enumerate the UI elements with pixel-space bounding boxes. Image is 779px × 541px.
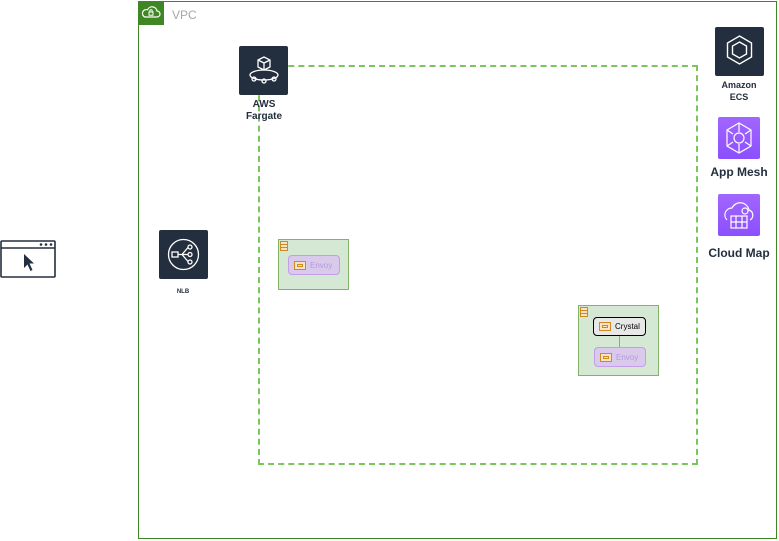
vpc-label: VPC bbox=[172, 8, 197, 22]
nlb-label: NLB bbox=[176, 289, 190, 295]
envoy-container-2: Envoy bbox=[594, 347, 646, 367]
app-mesh-label: App Mesh bbox=[710, 165, 768, 179]
ecs-label: Amazon ECS bbox=[721, 80, 757, 102]
task-icon bbox=[580, 307, 588, 317]
task-icon bbox=[280, 241, 288, 251]
container-link-line bbox=[619, 336, 620, 347]
envoy-container-1: Envoy bbox=[288, 255, 340, 275]
cloud-map-icon bbox=[718, 194, 760, 236]
fargate-boundary bbox=[258, 65, 698, 465]
vpc-group bbox=[138, 1, 777, 539]
envoy-label-2: Envoy bbox=[616, 352, 639, 362]
nlb-icon bbox=[159, 230, 208, 279]
vpc-cloud-icon bbox=[138, 1, 164, 25]
app-mesh-icon bbox=[718, 117, 760, 159]
ecs-icon bbox=[715, 27, 764, 76]
envoy-label-1: Envoy bbox=[310, 260, 333, 270]
fargate-label: AWS Fargate bbox=[245, 99, 283, 122]
container-icon bbox=[599, 322, 611, 331]
container-icon bbox=[600, 352, 612, 362]
crystal-label: Crystal bbox=[615, 322, 640, 331]
crystal-container: Crystal bbox=[593, 317, 646, 336]
fargate-icon bbox=[239, 46, 288, 95]
container-icon bbox=[294, 260, 306, 270]
browser-icon bbox=[0, 240, 56, 278]
cloud-map-label: Cloud Map bbox=[708, 246, 770, 260]
